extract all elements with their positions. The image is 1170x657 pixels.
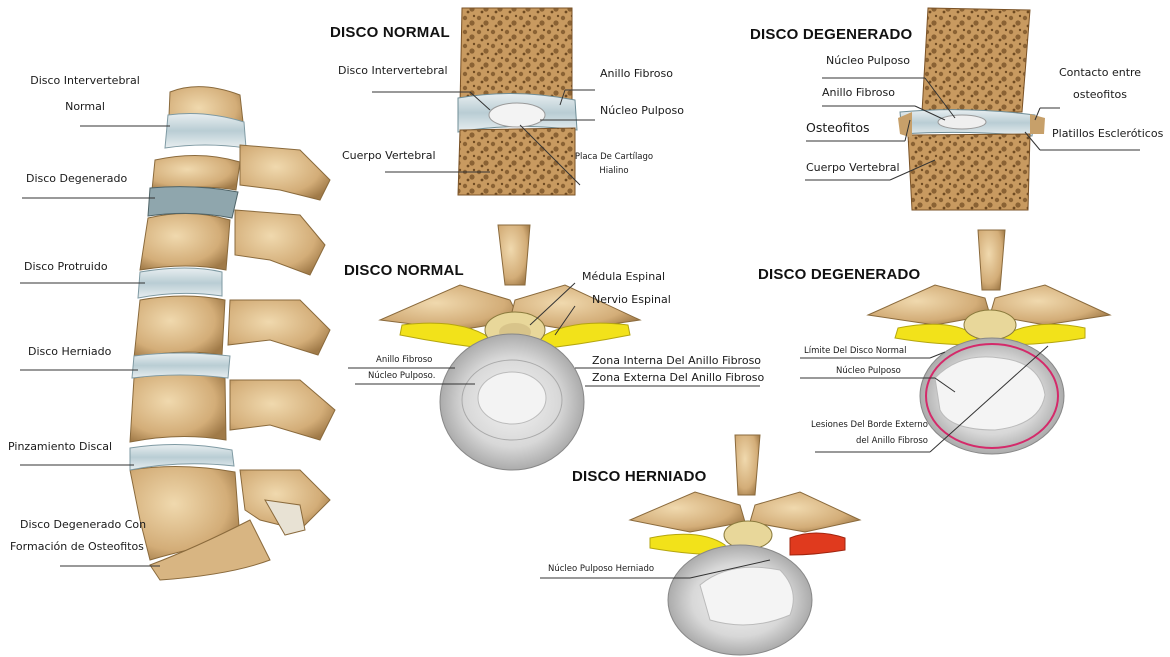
label-herniated-disc: Disco Herniado (28, 345, 111, 358)
label-osteophyte-line1: Disco Degenerado Con (20, 518, 146, 531)
title-degenerated-side: DISCO DEGENERADO (750, 26, 912, 43)
title-normal-side: DISCO NORMAL (330, 24, 450, 41)
label-osteophyte-line2: Formación de Osteofitos (10, 540, 144, 553)
label-normal-disc-line2: Normal (30, 100, 140, 113)
label-spinal-cord: Médula Espinal (582, 270, 665, 283)
label-pinched-disc: Pinzamiento Discal (8, 440, 112, 453)
label-annulus-degenerated-side: Anillo Fibroso (822, 86, 895, 99)
title-normal-top: DISCO NORMAL (344, 262, 464, 279)
title-degenerated-top: DISCO DEGENERADO (758, 266, 920, 283)
label-osteophytes: Osteofitos (806, 121, 870, 134)
label-protruded-disc: Disco Protruido (24, 260, 108, 273)
label-normal-disc-line1: Disco Intervertebral (30, 74, 140, 87)
label-outer-annulus-zone: Zona Externa Del Anillo Fibroso (592, 371, 764, 384)
label-osteophyte-contact-line2: osteofitos (1050, 88, 1150, 101)
label-annulus-normal-top: Anillo Fibroso (376, 355, 432, 366)
lumbar-spine-side-view (130, 87, 335, 580)
label-nucleus-normal-side: Núcleo Pulposo (600, 104, 684, 117)
label-vertebral-body-degenerated: Cuerpo Vertebral (806, 161, 900, 174)
normal-disc-side-view (458, 8, 577, 195)
label-annulus-normal-side: Anillo Fibroso (600, 67, 673, 80)
label-intervertebral-disc: Disco Intervertebral (338, 64, 448, 77)
label-lesions-line1: Lesiones Del Borde Externo (790, 420, 928, 431)
label-inner-annulus-zone: Zona Interna Del Anillo Fibroso (592, 354, 761, 367)
label-normal-disc-limit: Límite Del Disco Normal (804, 346, 907, 357)
label-osteophyte-contact-line1: Contacto entre (1050, 66, 1150, 79)
label-degenerated-disc: Disco Degenerado (26, 172, 127, 185)
label-cartilage-line1: Placa De Cartílago (574, 152, 654, 163)
label-cartilage-line2: Hialino (574, 166, 654, 177)
label-vertebral-body-normal: Cuerpo Vertebral (342, 149, 436, 162)
label-sclerotic-plates: Platillos Escleróticos (1052, 127, 1163, 140)
label-nucleus-degenerated-top: Núcleo Pulposo (836, 366, 901, 377)
degenerated-disc-side-view (898, 8, 1045, 210)
label-herniated-nucleus: Núcleo Pulposo Herniado (548, 564, 654, 575)
label-nucleus-normal-top: Núcleo Pulposo. (368, 371, 435, 382)
label-spinal-nerve: Nervio Espinal (592, 293, 671, 306)
title-herniated-top: DISCO HERNIADO (572, 468, 706, 485)
label-lesions-line2: del Anillo Fibroso (790, 436, 928, 447)
label-nucleus-degenerated-side: Núcleo Pulposo (826, 54, 910, 67)
